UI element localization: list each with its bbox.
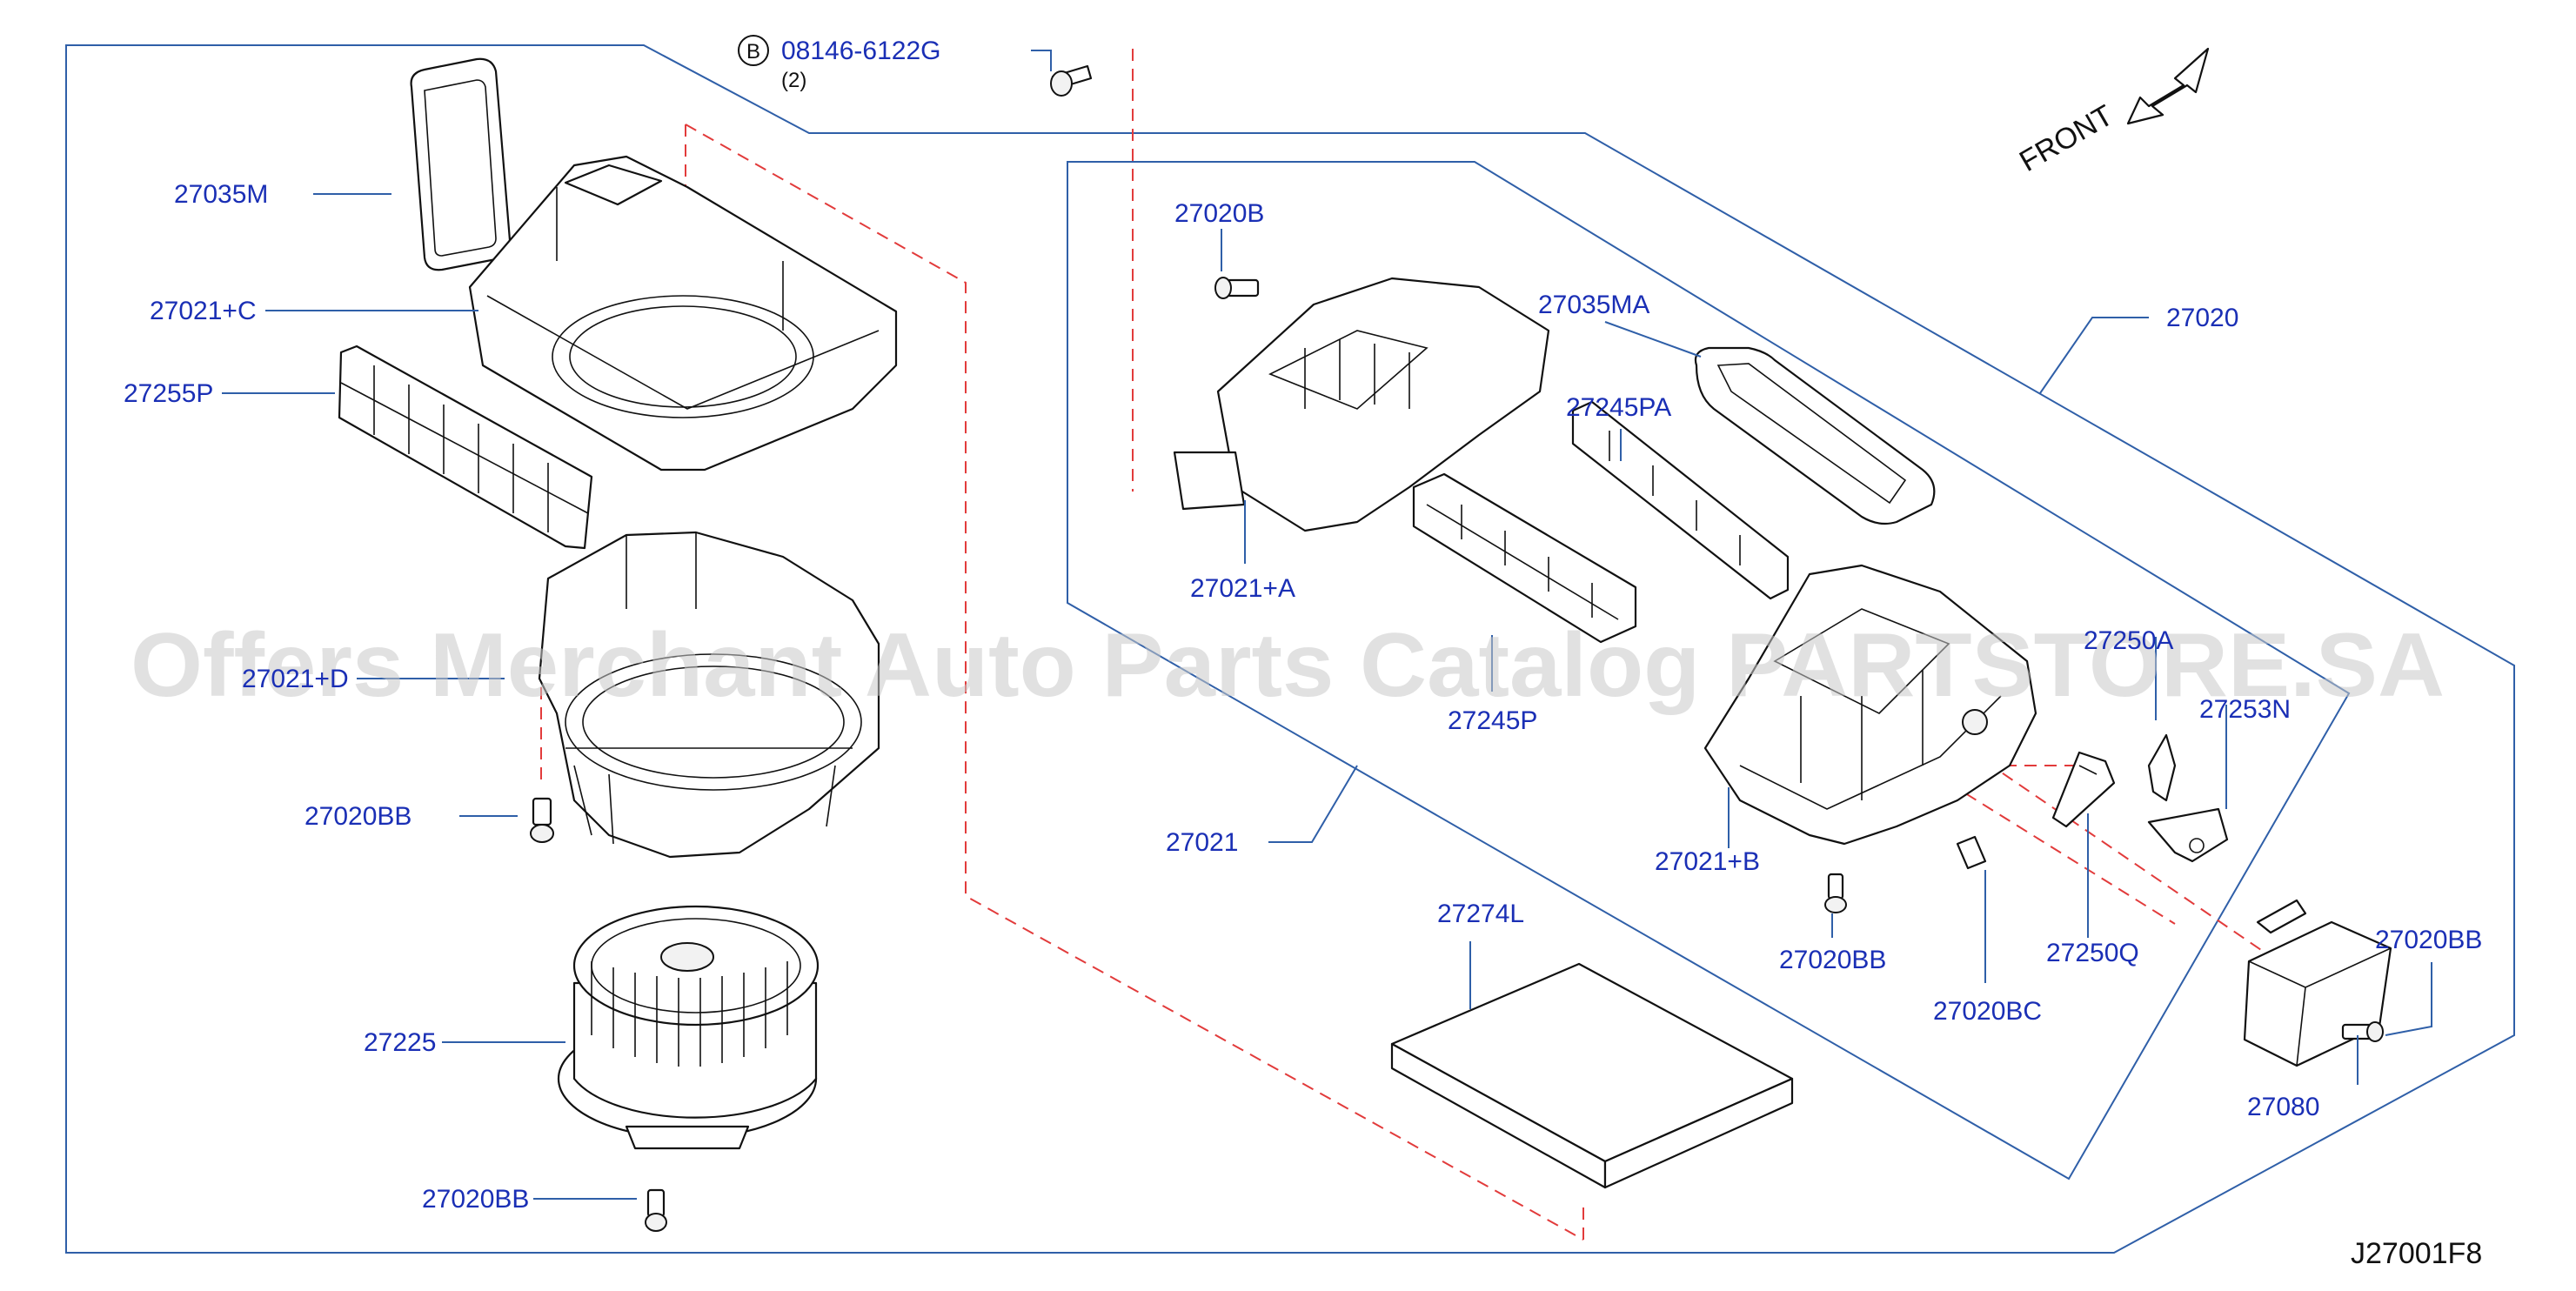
- part-labels: 27035M 27021+C 27255P 27021+D 27020BB 27…: [124, 180, 2482, 1214]
- label-27253N[interactable]: 27253N: [2199, 695, 2291, 724]
- label-27021A[interactable]: 27021+A: [1190, 574, 1295, 603]
- label-27274L[interactable]: 27274L: [1437, 900, 1524, 928]
- part-27020BB-screw-c: [1824, 873, 1847, 913]
- leader-lines: [222, 50, 2432, 1200]
- part-27035M-gasket: [410, 57, 512, 271]
- front-indicator: FRONT: [2014, 47, 2210, 178]
- part-27250Q-lever: [2051, 751, 2116, 828]
- label-27020BB-c[interactable]: 27020BB: [1779, 946, 1886, 974]
- part-27021D-blower-case: [538, 531, 880, 859]
- bolt-badge-letter: B: [746, 40, 760, 64]
- part-27020BC-clip: [1956, 835, 1987, 870]
- part-27020B-screw: [1214, 277, 1260, 299]
- label-27020[interactable]: 27020: [2166, 304, 2238, 332]
- label-27245PA[interactable]: 27245PA: [1566, 393, 1671, 422]
- front-arrow-icon: [2126, 47, 2210, 125]
- part-27021A-duct-housing: [1173, 277, 1550, 532]
- part-27225-blower-motor: [557, 905, 820, 1150]
- watermark-text: Offers Merchant Auto Parts Catalog PARTS…: [130, 615, 2445, 716]
- label-27020BB-a[interactable]: 27020BB: [304, 802, 411, 831]
- label-27021B[interactable]: 27021+B: [1655, 847, 1760, 876]
- diagram-code: J27001F8: [2351, 1237, 2482, 1270]
- label-27020BC[interactable]: 27020BC: [1933, 997, 2042, 1026]
- part-27020BB-screw-a: [530, 797, 554, 843]
- part-27253N-lever: [2147, 807, 2229, 863]
- outer-assembly-frame: [65, 44, 2515, 1254]
- bolt-badge-circle: [738, 35, 769, 66]
- part-27245PA-filter: [1571, 400, 1790, 600]
- part-27250A-linkage: [2147, 733, 2177, 802]
- label-27020B[interactable]: 27020B: [1174, 199, 1264, 228]
- label-27245P[interactable]: 27245P: [1448, 706, 1537, 735]
- part-27255P-filter: [338, 344, 593, 550]
- part-27020BB-screw-d: [2341, 1021, 2384, 1042]
- bolt-callout: B 08146-6122G (2): [738, 35, 941, 92]
- label-27021[interactable]: 27021: [1166, 828, 1238, 857]
- label-27021D[interactable]: 27021+D: [242, 665, 349, 693]
- part-27021C-upper-housing: [468, 155, 898, 472]
- part-27245P-filter: [1412, 472, 1637, 644]
- part-08146-bolt: [1050, 64, 1093, 97]
- part-27080-actuator: [2243, 899, 2392, 1067]
- bolt-part-number[interactable]: 08146-6122G: [781, 37, 941, 65]
- front-label: FRONT: [2014, 98, 2118, 177]
- label-27020BB-b[interactable]: 27020BB: [422, 1185, 529, 1214]
- label-27021C[interactable]: 27021+C: [150, 297, 257, 325]
- label-27035MA[interactable]: 27035MA: [1538, 291, 1649, 319]
- part-27021B-heater-unit: [1703, 564, 2037, 846]
- bolt-quantity: (2): [781, 69, 806, 92]
- label-27250A[interactable]: 27250A: [2084, 626, 2173, 655]
- part-27274L-cabin-filter: [1390, 962, 1794, 1189]
- label-27225[interactable]: 27225: [364, 1028, 436, 1057]
- label-27250Q[interactable]: 27250Q: [2046, 939, 2139, 967]
- heater-unit-frame: [1067, 161, 2351, 1181]
- label-27035M[interactable]: 27035M: [174, 180, 268, 209]
- label-27080[interactable]: 27080: [2247, 1093, 2319, 1121]
- label-27020BB-d[interactable]: 27020BB: [2375, 926, 2482, 954]
- label-27255P[interactable]: 27255P: [124, 379, 213, 408]
- part-27035MA-gasket: [1694, 346, 1936, 525]
- part-27020BB-screw-b: [645, 1188, 667, 1232]
